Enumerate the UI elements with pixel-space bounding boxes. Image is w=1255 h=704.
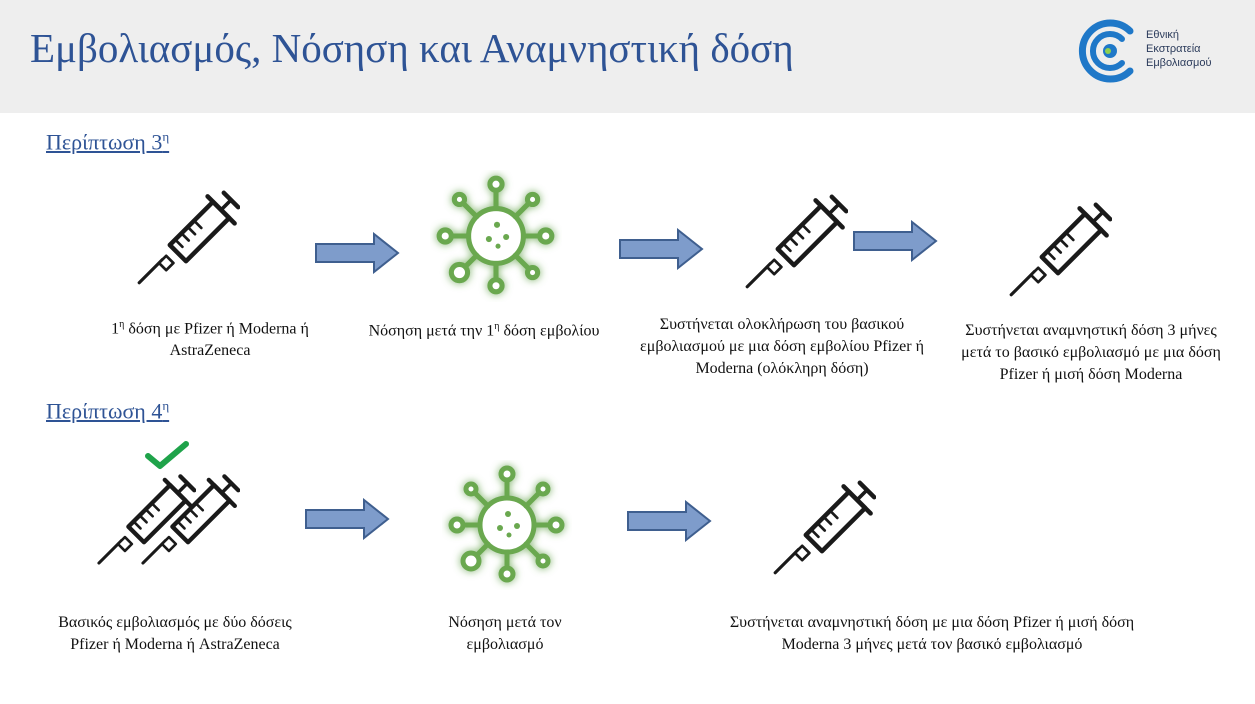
arrow-right-icon: [304, 498, 390, 540]
syringe-icon: [1004, 194, 1112, 302]
case3-title: Περίπτωση 3η: [46, 129, 170, 155]
arrow-right-icon: [618, 228, 704, 270]
arrow-right-icon: [314, 232, 400, 274]
logo-text: Εθνική Εκστρατεία Εμβολιασμού: [1146, 29, 1212, 69]
syringe-icon: [132, 182, 240, 290]
checkmark-icon: [145, 441, 189, 469]
case4-title: Περίπτωση 4η: [46, 398, 170, 424]
case3-step1-caption: 1η δόση με Pfizer ή Moderna ή AstraZenec…: [111, 319, 309, 360]
page-title: Εμβολιασμός, Νόσηση και Αναμνηστική δόση: [30, 25, 794, 71]
syringe-icon: [136, 466, 240, 570]
syringe-icon: [768, 472, 876, 580]
case4-step3-caption: Συστήνεται αναμνηστική δόση με μια δόση …: [729, 614, 1135, 653]
case3-step2-caption: Νόσηση μετά την 1η δόση εμβολίου: [368, 321, 600, 340]
case4-step2-caption: Νόσηση μετά τον εμβολιασμό: [448, 614, 562, 653]
case3-step4-caption: Συστήνεται αναμνηστική δόση 3 μήνες μετά…: [961, 322, 1221, 383]
case3-step3-caption: Συστήνεται ολοκλήρωση του βασικού εμβολι…: [640, 316, 924, 377]
logo-icon: [1078, 19, 1134, 83]
case4-step1-caption: Βασικός εμβολιασμός με δύο δόσεις Pfizer…: [58, 614, 292, 653]
arrow-right-icon: [852, 220, 938, 262]
arrow-right-icon: [626, 500, 712, 542]
virus-icon: [430, 170, 562, 302]
syringe-icon: [740, 186, 848, 294]
header-bar: Εμβολιασμός, Νόσηση και Αναμνηστική δόση…: [0, 0, 1255, 113]
virus-icon: [442, 460, 572, 590]
